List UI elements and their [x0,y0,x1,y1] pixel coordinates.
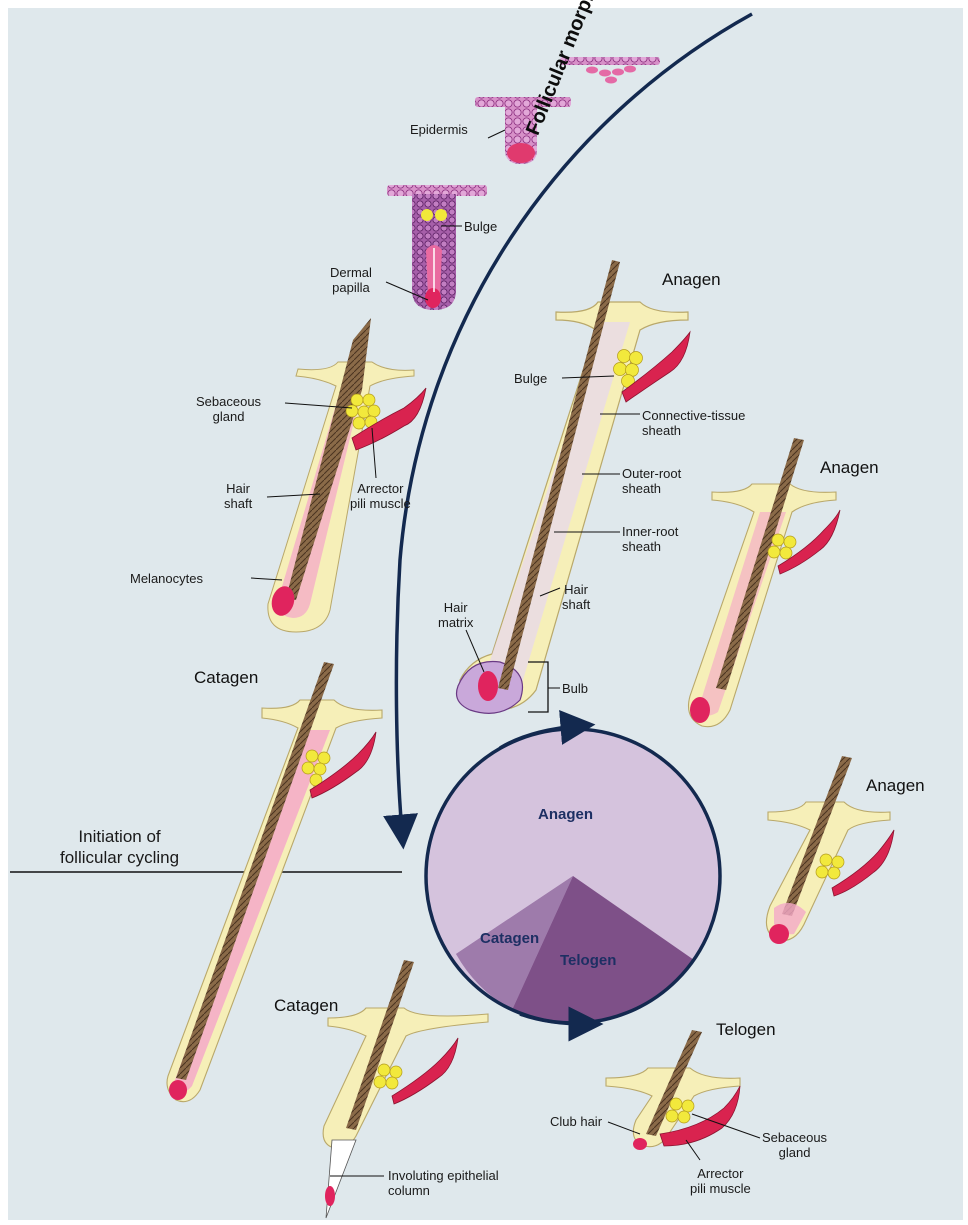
label-bulge-main: Bulge [514,371,547,386]
label-outer-root: Outer-root sheath [622,466,681,496]
label-connective-tissue: Connective-tissue sheath [642,408,745,438]
stage-catagen-2: Catagen [274,996,338,1016]
initiation-label: Initiation of follicular cycling [60,826,179,868]
label-bulge-early: Bulge [464,219,497,234]
stage-anagen-3: Anagen [866,776,925,796]
label-involuting-column: Involuting epithelial column [388,1168,499,1198]
label-arrector-telogen: Arrector pili muscle [690,1166,751,1196]
stage-anagen-2: Anagen [820,458,879,478]
pie-anagen-label: Anagen [538,806,593,823]
stage-telogen: Telogen [716,1020,776,1040]
stage-anagen-main: Anagen [662,270,721,290]
label-sebaceous-early: Sebaceous gland [196,394,261,424]
stage-catagen-1: Catagen [194,668,258,688]
label-epidermis: Epidermis [410,122,468,137]
label-arrector-early: Arrector pili muscle [350,481,411,511]
label-melanocytes: Melanocytes [130,571,203,586]
pie-telogen-label: Telogen [560,952,616,969]
label-hair-shaft-main: Hair shaft [562,582,590,612]
label-hair-matrix: Hair matrix [438,600,473,630]
label-club-hair: Club hair [550,1114,602,1129]
label-sebaceous-telogen: Sebaceous gland [762,1130,827,1160]
label-hair-shaft-early: Hair shaft [224,481,252,511]
label-dermal-papilla: Dermal papilla [330,265,372,295]
label-bulb: Bulb [562,681,588,696]
hair-cycle-pie [426,726,720,1024]
label-inner-root: Inner-root sheath [622,524,678,554]
pie-catagen-label: Catagen [480,930,539,947]
